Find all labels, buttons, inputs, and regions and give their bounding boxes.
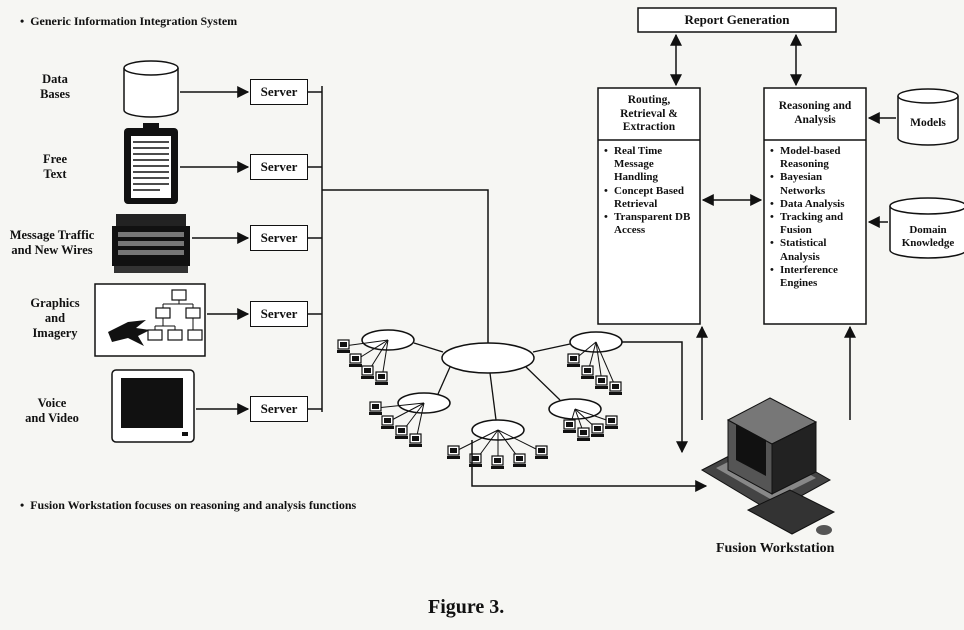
figure-caption: Figure 3. [428, 596, 505, 618]
fusion-workstation-label: Fusion Workstation [716, 541, 835, 556]
list-item: Tracking and Fusion [770, 211, 864, 237]
monitor-icon [111, 369, 195, 443]
terminal-icon [577, 427, 590, 441]
bullet-generic-system: • Generic Information Integration System [20, 14, 238, 28]
terminal-icon [605, 415, 618, 429]
printer-icon [112, 214, 190, 273]
terminal-icon [567, 353, 580, 367]
terminal-icon [491, 455, 504, 469]
server-box: Server [250, 79, 308, 105]
list-item: Transparent DB Access [604, 211, 698, 237]
terminal-icon [535, 445, 548, 459]
database-icon [123, 60, 179, 118]
list-item: Model-based Reasoning [770, 145, 864, 171]
terminal-icon [369, 401, 382, 415]
terminal-icon [563, 419, 576, 433]
terminal-icon [595, 375, 608, 389]
server-box: Server [250, 154, 308, 180]
list-item: Bayesian Networks [770, 171, 864, 197]
list-item: Interference Engines [770, 264, 864, 290]
list-item: Data Analysis [770, 198, 864, 211]
domain-knowledge-cylinder-icon [889, 197, 964, 259]
terminal-icon [409, 433, 422, 447]
server-box: Server [250, 301, 308, 327]
document-icon [124, 123, 178, 204]
terminal-icon [581, 365, 594, 379]
network-links [413, 342, 571, 421]
routing-items: Real Time Message Handling Concept Based… [604, 145, 698, 237]
reasoning-items: Model-based Reasoning Bayesian Networks … [770, 145, 864, 290]
report-generation-box [637, 7, 837, 33]
terminal-icon [609, 381, 622, 395]
terminal-icon [447, 445, 460, 459]
models-label: Models [910, 117, 946, 129]
report-generation-label: Report Generation [684, 12, 790, 27]
server-box: Server [250, 396, 308, 422]
terminal-icon [349, 353, 362, 367]
list-item: Concept Based Retrieval [604, 185, 698, 211]
terminal-icon [375, 371, 388, 385]
image-frame-icon [94, 283, 206, 357]
terminal-icon [337, 339, 350, 353]
list-item: Statistical Analysis [770, 237, 864, 263]
network-to-workstation [471, 341, 708, 492]
models-cylinder-icon [897, 88, 959, 146]
server-bus [306, 86, 489, 412]
terminal-icon [381, 415, 394, 429]
terminal-icon [395, 425, 408, 439]
terminal-icon [361, 365, 374, 379]
workstation-computer-icon [700, 397, 836, 535]
server-box: Server [250, 225, 308, 251]
terminal-clusters [337, 339, 622, 469]
terminal-icon [513, 453, 526, 467]
terminal-icon [591, 423, 604, 437]
source-arrows [180, 86, 250, 415]
list-item: Real Time Message Handling [604, 145, 698, 185]
bullet-fusion-focus: • Fusion Workstation focuses on reasonin… [20, 498, 357, 512]
routing-title: Routing,Retrieval &Extraction [620, 94, 678, 133]
terminal-icon [469, 453, 482, 467]
box-arrows [670, 33, 896, 420]
